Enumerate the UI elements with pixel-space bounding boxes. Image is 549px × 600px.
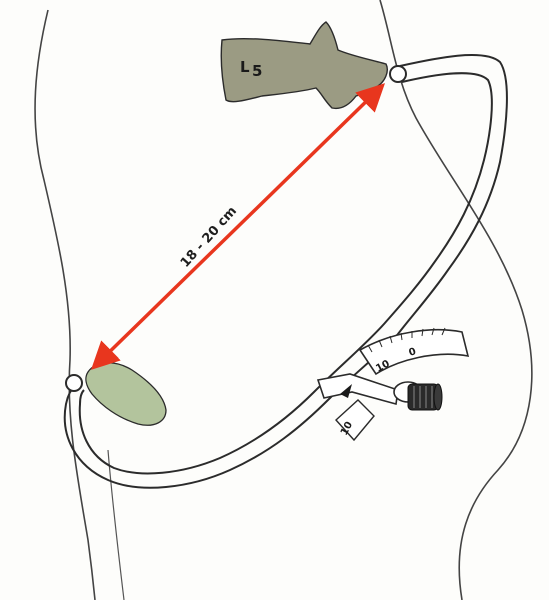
caliper-tip-upper [390,66,406,82]
vertebra-label-number: 5 [252,62,262,80]
body-front-outline [380,0,532,600]
caliper-arm-outer [65,55,507,488]
measurement-arrow [96,88,380,365]
vertebra-label-letter: L [240,58,250,76]
measurement-label: 18 - 20 cm [178,204,240,271]
body-back-outline [35,10,95,600]
caliper-tip-lower [66,375,82,391]
adjustment-screw-knob [394,382,442,410]
thigh-outline [108,450,124,600]
iliac-crest [86,363,166,426]
